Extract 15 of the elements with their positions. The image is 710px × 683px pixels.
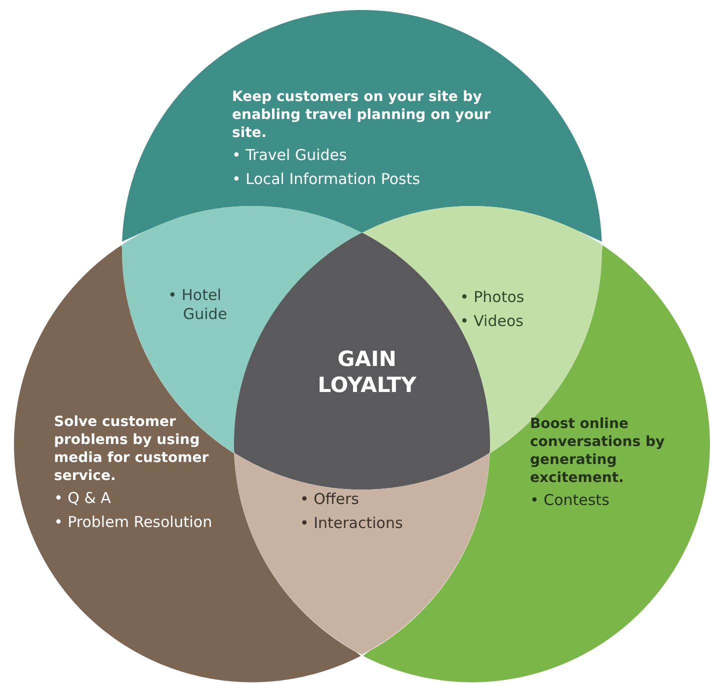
heading-text: Solve customer problems by using media for customer service.: [54, 412, 210, 485]
bullet-item: • Problem Resolution: [54, 512, 214, 532]
overlap-region: [234, 453, 490, 655]
bullet-item: • Hotel Guide: [168, 286, 228, 324]
bullet-item: • Interactions: [300, 514, 404, 533]
bullet-item: • Offers: [300, 490, 360, 509]
bullet-item: • Travel Guides: [232, 146, 348, 165]
heading-text: Boost online conversations by generating excitement.: [530, 414, 666, 487]
bullet-item: • Local Information Posts: [232, 170, 422, 189]
center-label: GAIN LOYALTY: [316, 346, 418, 398]
bullet-item: • Photos: [460, 288, 526, 307]
bullet-item: • Q & A: [54, 488, 112, 508]
heading-text: Keep customers on your site by enabling travel planning on your site.: [232, 88, 492, 142]
bullet-item: • Contests: [530, 490, 610, 510]
bullet-item: • Videos: [460, 312, 524, 331]
